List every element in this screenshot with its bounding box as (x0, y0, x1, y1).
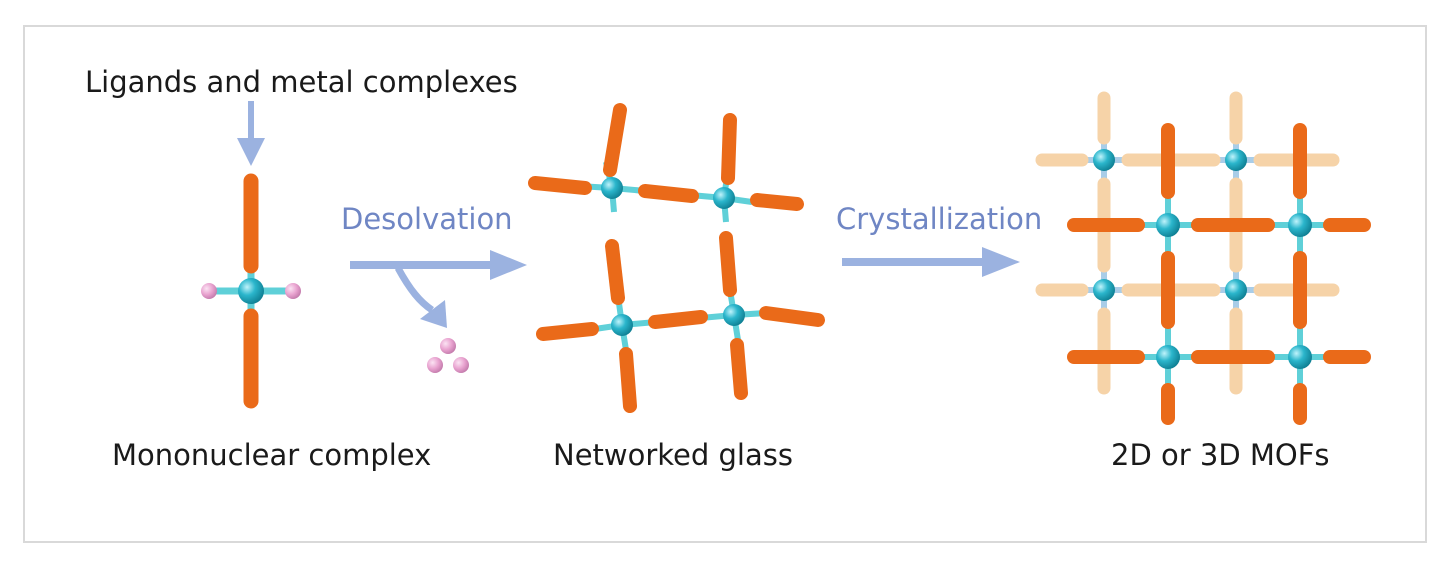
input-arrow (237, 101, 265, 166)
metal-node (601, 177, 623, 199)
metal-node (1225, 279, 1247, 301)
metal-node (611, 314, 633, 336)
released-solvent (427, 338, 469, 373)
metal-node (1288, 345, 1312, 369)
metal-node (1225, 149, 1247, 171)
mof-front-layer (1067, 123, 1371, 425)
solvent-ball (201, 283, 217, 299)
networked-glass-label: Networked glass (553, 438, 793, 472)
metal-node (1156, 345, 1180, 369)
desolvation-label: Desolvation (341, 202, 513, 236)
metal-node (713, 187, 735, 209)
metal-node (1093, 279, 1115, 301)
metal-node (723, 304, 745, 326)
networked-glass (528, 103, 825, 413)
mononuclear-complex (201, 173, 301, 409)
metal-node (1288, 213, 1312, 237)
mofs-label: 2D or 3D MOFs (1111, 438, 1330, 472)
mof-back-layer (1035, 91, 1340, 395)
mononuclear-complex-label: Mononuclear complex (112, 438, 432, 472)
input-label: Ligands and metal complexes (85, 65, 518, 99)
metal-node (238, 278, 264, 304)
desolvation-arrow (350, 250, 527, 328)
crystallization-label: Crystallization (836, 202, 1043, 236)
metal-node (1156, 213, 1180, 237)
crystallization-arrow (842, 247, 1020, 277)
metal-node (1093, 149, 1115, 171)
solvent-ball (285, 283, 301, 299)
